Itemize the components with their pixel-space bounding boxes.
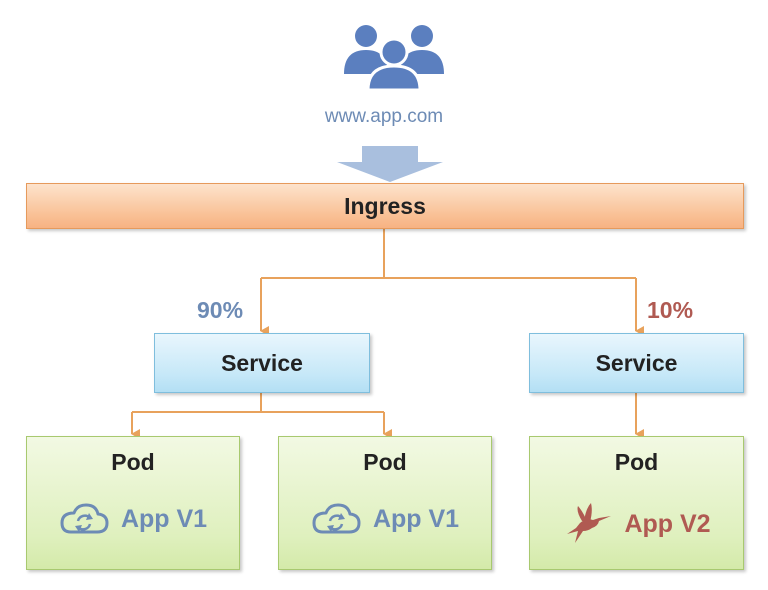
- pod-2-app: App V1: [279, 503, 491, 535]
- cloud-sync-icon: [60, 503, 109, 534]
- users-icon: [344, 25, 444, 92]
- pod-3-box: Pod App V2: [529, 436, 744, 570]
- pod-1-app-label: App V1: [120, 504, 208, 533]
- pod-3-title: Pod: [614, 449, 659, 475]
- pod-1-title: Pod: [111, 449, 155, 475]
- pod-2-title: Pod: [363, 449, 407, 475]
- service-v1-box: Service: [154, 333, 370, 393]
- pod-2-app-label: App V1: [372, 504, 460, 533]
- pod-3-app-label: App V2: [624, 509, 711, 538]
- ingress-box: Ingress: [26, 183, 744, 229]
- hummingbird-icon: [567, 503, 612, 543]
- domain-label: www.app.com: [324, 106, 444, 127]
- service-v1-label: Service: [221, 349, 303, 376]
- flow-arrow: [337, 146, 443, 182]
- route-v1-percent: 90%: [197, 297, 244, 323]
- ingress-label: Ingress: [344, 192, 426, 219]
- service-v2-label: Service: [595, 349, 678, 376]
- cloud-sync-icon: [312, 503, 361, 534]
- pod-2-box: Pod App V1: [278, 436, 492, 570]
- pod-1-box: Pod App V1: [26, 436, 240, 570]
- service-v2-box: Service: [529, 333, 744, 393]
- pod-3-app: App V2: [530, 503, 743, 545]
- pod-1-app: App V1: [27, 503, 239, 535]
- route-v2-percent: 10%: [647, 297, 694, 323]
